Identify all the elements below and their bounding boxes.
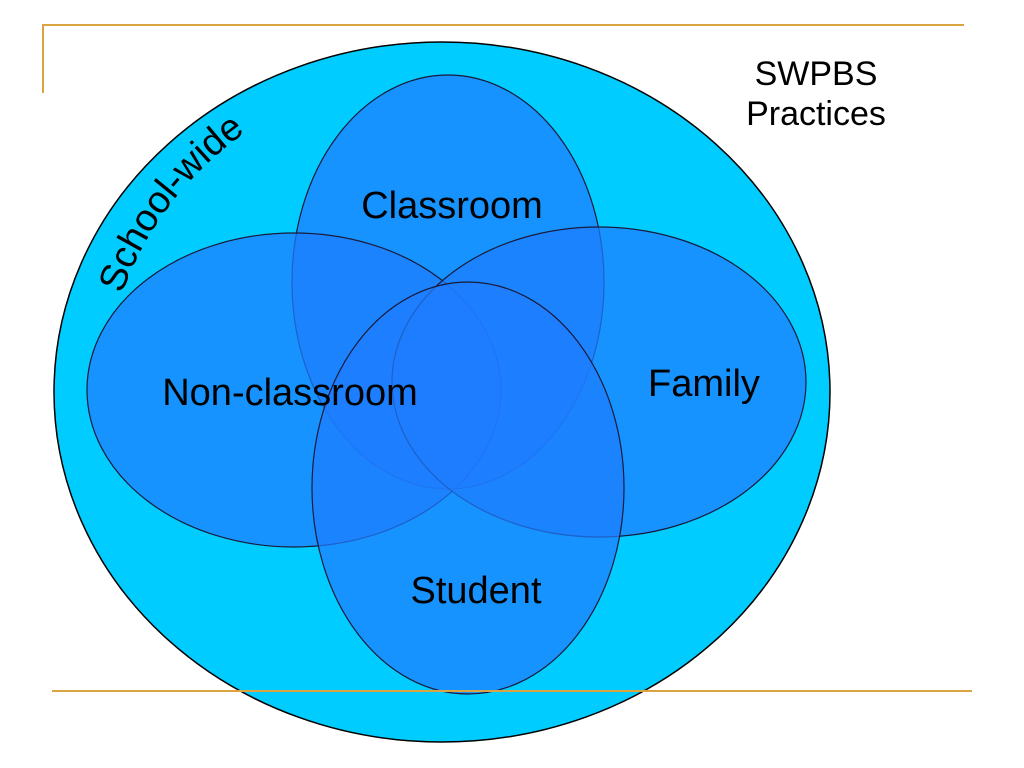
student-set: [311, 281, 625, 695]
top-left-rule: [42, 24, 44, 93]
non-classroom-label: Non-classroom: [162, 372, 418, 414]
title-line-1: SWPBS: [754, 55, 878, 93]
bottom-rule: [52, 690, 972, 692]
classroom-label: Classroom: [361, 185, 543, 227]
top-rule: [42, 24, 964, 26]
student-label: Student: [411, 570, 542, 612]
title-line-2: Practices: [746, 95, 886, 133]
family-label: Family: [648, 363, 760, 405]
slide-title: SWPBS Practices: [706, 54, 926, 134]
